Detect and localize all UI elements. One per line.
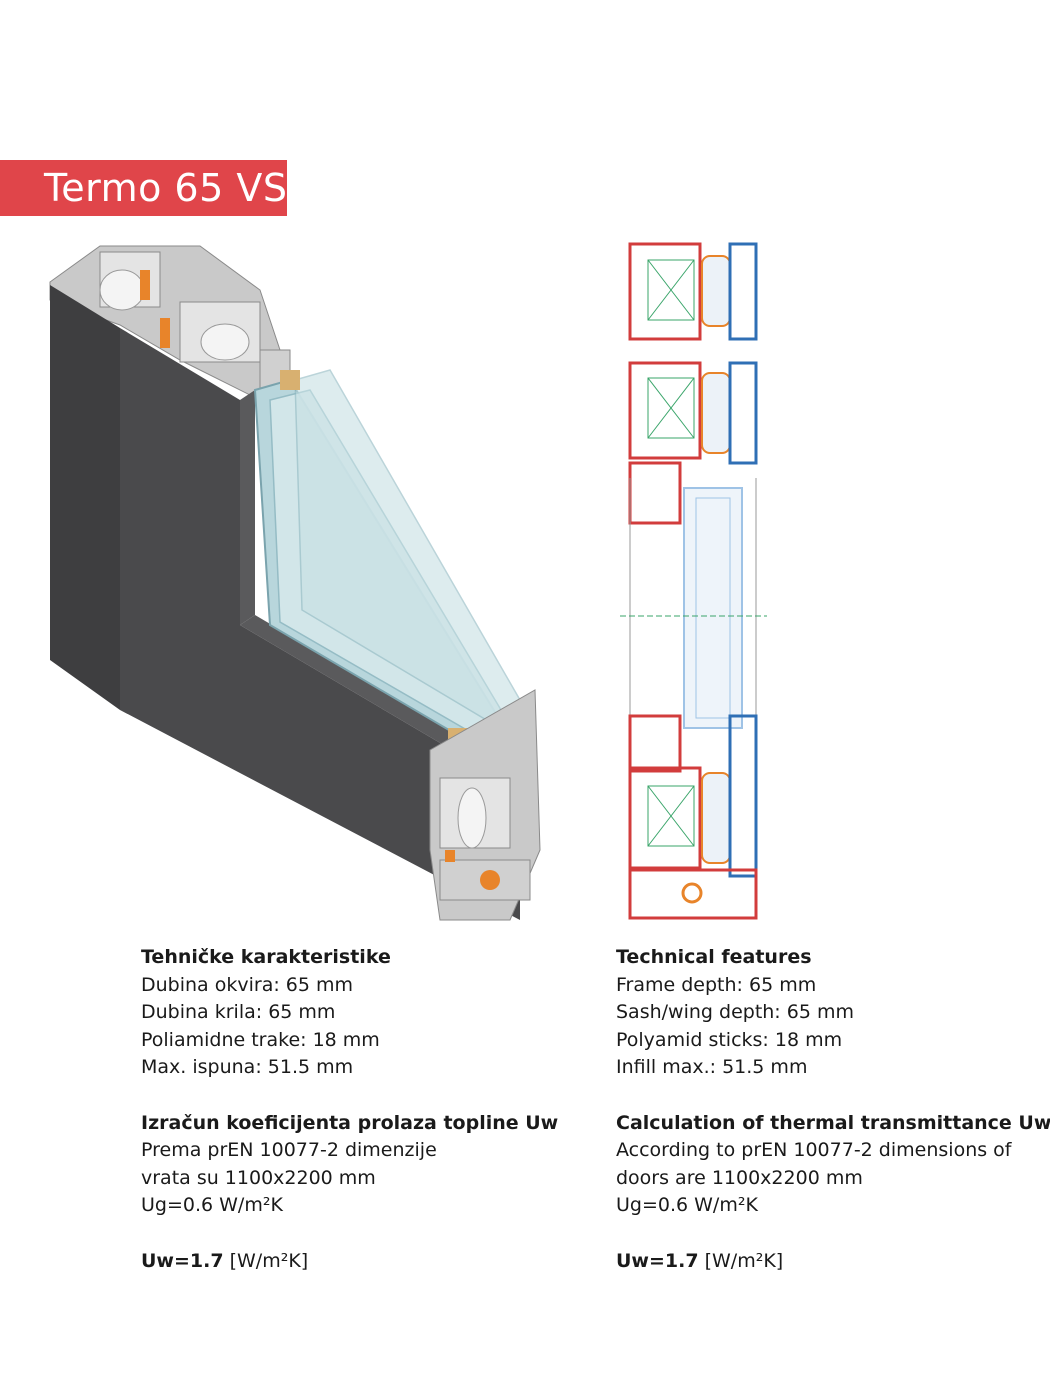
calc-line: vrata su 1100x2200 mm — [141, 1166, 376, 1189]
profile-3d-render — [49, 245, 541, 921]
section-top-frame — [628, 242, 758, 341]
spec-line: Max. ispuna: 51.5 mm — [141, 1056, 354, 1078]
calc-line: According to prEN 10077-2 dimensions of — [616, 1139, 1012, 1161]
section-drawing — [620, 242, 767, 920]
uw-unit: [W/m²K] — [229, 1249, 309, 1272]
calc-line: Ug=0.6 W/m²K — [616, 1194, 758, 1216]
section-sash-bottom — [628, 714, 758, 920]
bottom-profile-section — [429, 689, 541, 921]
text-column-english: Technical features Frame depth: 65 mm Sa… — [616, 944, 1050, 1276]
uw-value: Uw=1.7 — [616, 1249, 699, 1272]
features-heading: Tehničke karakteristike — [141, 946, 391, 968]
spec-line: Frame depth: 65 mm — [616, 973, 817, 996]
top-profile-section — [49, 245, 291, 411]
section-glass — [620, 478, 767, 918]
spec-line: Polyamid sticks: 18 mm — [616, 1028, 843, 1051]
calc-line: Ug=0.6 W/m²K — [141, 1194, 283, 1216]
calculation-heading: Izračun koeficijenta prolaza topline Uw — [141, 1111, 559, 1134]
spec-line: Dubina okvira: 65 mm — [141, 973, 354, 996]
page-title: Termo 65 VS — [44, 166, 288, 210]
spec-line: Poliamidne trake: 18 mm — [141, 1028, 380, 1051]
uw-result: Uw=1.7 [W/m²K] — [141, 1248, 541, 1276]
glazing-unit — [253, 369, 521, 762]
uw-unit: [W/m²K] — [704, 1249, 784, 1272]
calc-line: Prema prEN 10077-2 dimenzije — [141, 1139, 437, 1161]
spec-line: Infill max.: 51.5 mm — [616, 1056, 808, 1078]
spec-line: Dubina krila: 65 mm — [141, 1001, 336, 1023]
features-heading: Technical features — [616, 946, 812, 968]
section-sash-top — [628, 361, 758, 525]
uw-result: Uw=1.7 [W/m²K] — [616, 1248, 1036, 1276]
spec-line: Sash/wing depth: 65 mm — [616, 1001, 854, 1023]
calculation-heading: Calculation of thermal transmittance Uw — [616, 1111, 1050, 1134]
calc-line: doors are 1100x2200 mm — [616, 1166, 863, 1189]
title-banner: Termo 65 VS — [0, 160, 287, 216]
uw-value: Uw=1.7 — [141, 1249, 224, 1272]
text-column-croatian: Tehničke karakteristike Dubina okvira: 6… — [141, 944, 559, 1276]
